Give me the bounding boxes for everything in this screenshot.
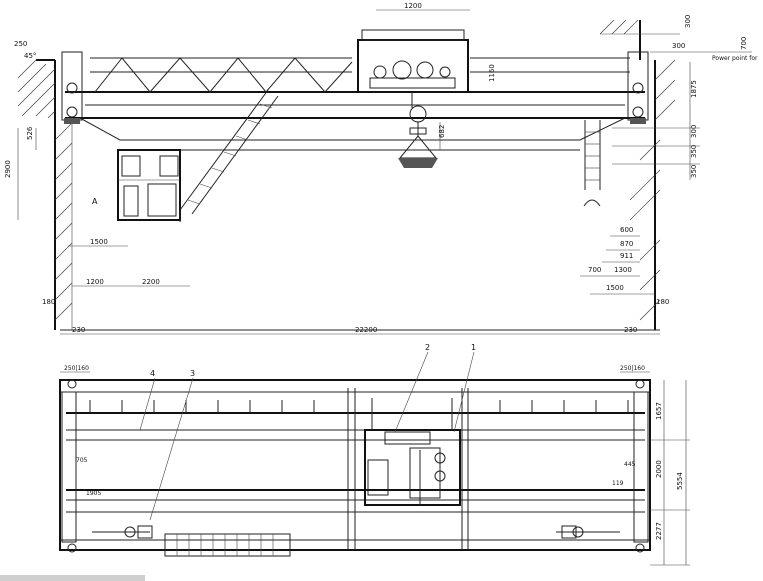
dim-right-w2: 870 [620, 240, 633, 248]
dim-right-bottom: 180 [656, 298, 669, 306]
trolley [357, 29, 469, 108]
dim-left-margin: 705 [76, 457, 88, 464]
dim-trolley-width: 1200 [404, 2, 422, 10]
dim-hook: 682 [438, 125, 446, 138]
dim-right-margin: 445 [624, 461, 636, 468]
dim-right-h1: 300 [690, 125, 698, 138]
walkway [164, 533, 291, 557]
plan-trolley [364, 398, 461, 506]
bridge-girder [65, 57, 645, 151]
right-drive [556, 525, 620, 539]
callouts: 4 3 2 1 [139, 343, 476, 521]
left-drive [92, 525, 153, 539]
view-mark-a: A [92, 197, 98, 206]
dim-right-w4: 700 [588, 266, 601, 274]
dim-w-mid: 2000 [655, 460, 663, 478]
dim-corner-left: 250|160 [64, 365, 89, 372]
dim-left-h2: 2900 [4, 160, 12, 178]
dim-w-top: 1657 [655, 402, 663, 420]
dim-left-h1: 250 [14, 40, 27, 48]
plan-view: 4 3 2 1 250|160 250|160 5554 1657 2000 2… [59, 343, 690, 566]
dim-w-bot: 2277 [655, 522, 663, 540]
dim-corner-right: 250|160 [620, 365, 645, 372]
dim-right-small: 119 [612, 480, 624, 487]
callout-1: 1 [471, 343, 476, 352]
dim-right-w1: 600 [620, 226, 633, 234]
plan-end-carriage-left [61, 391, 77, 543]
dim-angle: 45° [24, 52, 36, 60]
rail-stiffeners [89, 400, 629, 413]
dim-left-offset: 526 [26, 126, 34, 140]
dim-right-w3: 911 [620, 252, 633, 260]
power-point-caption: Power point for [712, 55, 758, 62]
dim-right-w6: 1500 [606, 284, 624, 292]
grab-bucket [398, 105, 441, 168]
end-carriage-right [627, 51, 649, 124]
right-wall [599, 19, 680, 330]
dim-right-w5: 1300 [614, 266, 632, 274]
footer-strip [0, 575, 145, 581]
dim-cab-w2: 1200 [86, 278, 104, 286]
elevation-view: 1200 250 45° 2900 526 A 1500 1200 2200 1… [4, 2, 758, 335]
callout-3: 3 [190, 369, 195, 378]
left-wall [17, 59, 73, 330]
dim-right-top2: 300 [672, 42, 685, 50]
dim-side-right: 230 [624, 326, 637, 334]
dim-rail-gap: 1905 [86, 490, 101, 497]
dim-span-total: 22200 [355, 326, 377, 334]
dim-bottom-left: 180 [42, 298, 55, 306]
dim-rail: 1160 [488, 64, 496, 82]
end-carriage-left [61, 51, 83, 124]
dim-right-r1: 700 [740, 37, 748, 50]
plan-end-carriage-right [633, 391, 649, 543]
dim-side-left: 230 [72, 326, 85, 334]
access-ladder [179, 89, 279, 222]
dim-cab-w1: 1500 [90, 238, 108, 246]
dim-right-h2: 350 [690, 145, 698, 158]
dim-right-h-main: 1875 [690, 80, 698, 98]
right-ladder [583, 120, 601, 207]
dim-right-h3: 350 [690, 165, 698, 178]
callout-2: 2 [425, 343, 430, 352]
dim-cab-w3: 2200 [142, 278, 160, 286]
dim-width-total: 5554 [676, 472, 684, 490]
callout-4: 4 [150, 369, 155, 378]
operator-cab [117, 149, 181, 221]
dim-right-top1: 300 [684, 15, 692, 28]
